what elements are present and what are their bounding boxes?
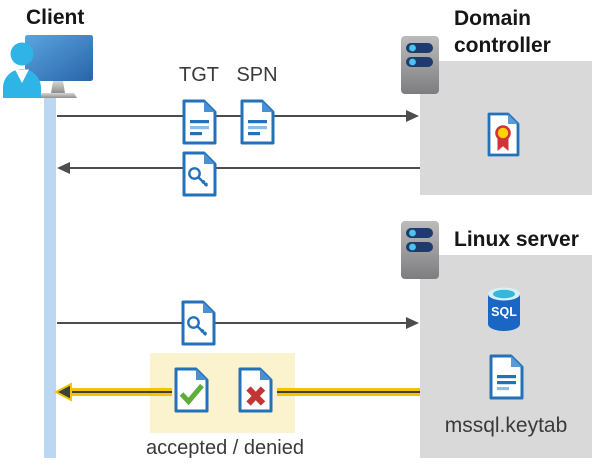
x-icon	[246, 386, 266, 406]
key-icon	[187, 316, 208, 336]
ribbon-icon	[497, 137, 509, 151]
service-ticket-arrow-line	[57, 322, 407, 324]
tgt-document-icon	[182, 99, 217, 145]
certificate-document-icon	[487, 112, 520, 157]
ticket-return-arrow-line	[68, 167, 420, 169]
person-icon	[3, 42, 41, 98]
client-label: Client	[26, 6, 85, 29]
spn-document-icon	[240, 99, 275, 145]
keytab-document-icon	[489, 354, 524, 400]
result-arrow-line-right	[277, 388, 420, 396]
key-document-icon	[182, 151, 217, 197]
domain-controller-label: Domain controller	[454, 7, 551, 58]
sql-text: SQL	[491, 305, 517, 319]
accepted-document-icon	[174, 367, 209, 413]
result-arrow-head	[55, 382, 72, 402]
service-ticket-arrow-head	[406, 317, 419, 329]
keytab-label: mssql.keytab	[444, 414, 568, 437]
request-arrow-head	[406, 110, 419, 122]
check-icon	[179, 383, 204, 406]
linux-server-label: Linux server	[454, 228, 579, 251]
key-document-icon-2	[181, 300, 216, 346]
sql-database-icon: SQL	[488, 287, 520, 331]
ticket-return-arrow-head	[57, 162, 70, 174]
domain-controller-server-icon	[401, 36, 439, 94]
monitor-stand	[51, 81, 65, 93]
spn-label: SPN	[236, 64, 278, 86]
timeline-bar	[44, 96, 56, 458]
client-icon	[3, 35, 93, 98]
result-arrow-line-left	[70, 388, 172, 396]
key-icon	[188, 167, 209, 187]
result-label: accepted / denied	[146, 437, 304, 459]
request-arrow-line	[57, 115, 407, 117]
tgt-label: TGT	[179, 64, 219, 86]
monitor-icon	[25, 35, 93, 81]
linux-server-icon	[401, 221, 439, 279]
seal-icon	[495, 125, 511, 141]
denied-document-icon	[238, 367, 273, 413]
monitor-base	[39, 93, 77, 98]
